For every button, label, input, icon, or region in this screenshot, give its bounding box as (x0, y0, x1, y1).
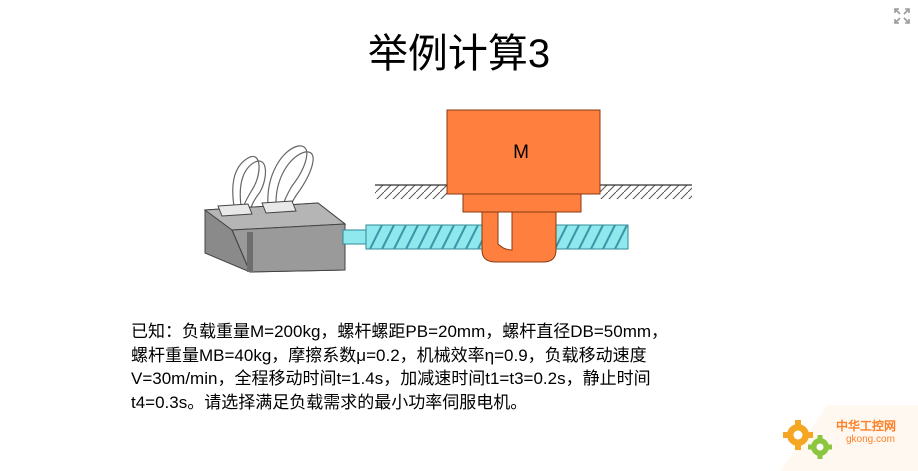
ground-left (375, 184, 447, 199)
problem-line: 螺杆重量MB=40kg，摩擦系数μ=0.2，机械效率η=0.9，负载移动速度 (131, 345, 647, 365)
watermark-site-name: 中华工控网 (836, 419, 897, 433)
motor-cable (232, 155, 260, 209)
problem-line: V=30m/min，全程移动时间t=1.4s，加减速时间t1=t3=0.2s，静… (131, 369, 651, 388)
watermark-site-url: gkong.com (846, 434, 895, 445)
motor-cable (239, 160, 266, 209)
gears-icon (780, 405, 918, 471)
motor-cable (267, 145, 308, 209)
load-mass-block (446, 109, 601, 263)
load-mass-label: M (513, 142, 529, 163)
screw-nut (481, 211, 557, 263)
expand-arrows-icon[interactable] (892, 6, 912, 26)
problem-statement: 已知：负载重量M=200kg，螺杆螺距PB=20mm，螺杆直径DB=50mm， … (131, 320, 771, 414)
ground-right (600, 184, 692, 199)
problem-line: t4=0.3s。请选择满足负载需求的最小功率伺服电机。 (131, 392, 528, 412)
problem-line: 已知：负载重量M=200kg，螺杆螺距PB=20mm，螺杆直径DB=50mm， (131, 322, 669, 341)
slide-title: 举例计算3 (367, 32, 551, 76)
servo-motor (203, 200, 347, 273)
motor-shaft (342, 229, 370, 245)
motor-cable (275, 151, 314, 209)
